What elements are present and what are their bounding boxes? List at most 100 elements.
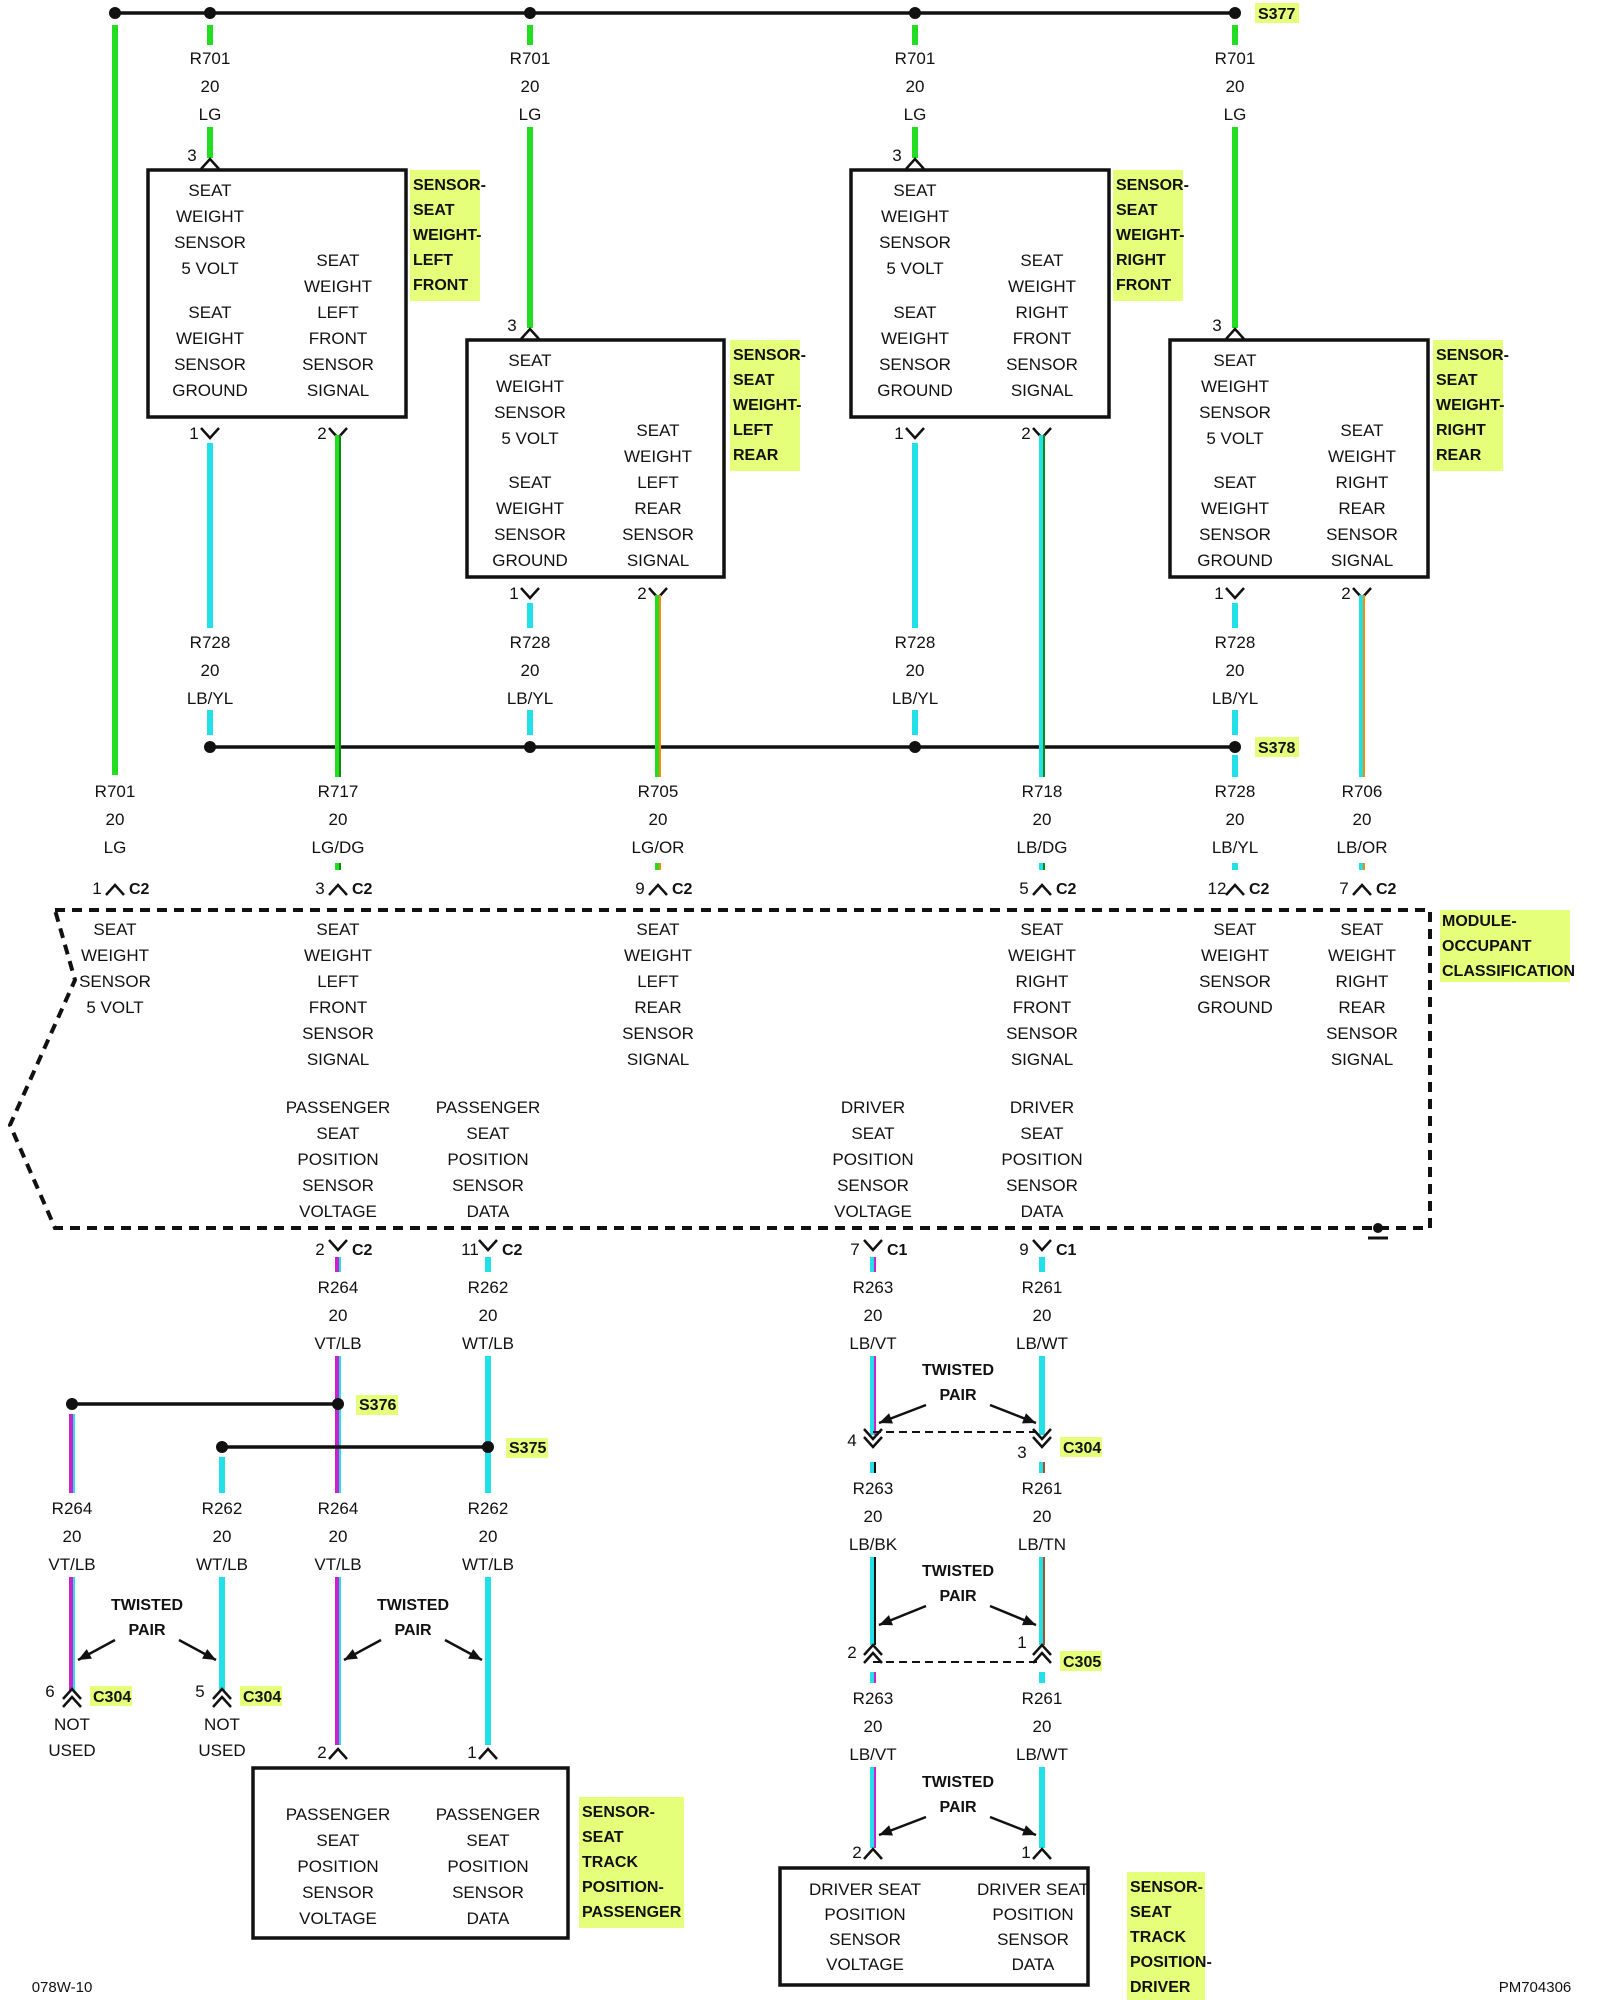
pin-number: 1 — [92, 879, 101, 898]
splice-s375-label: S375 — [509, 1440, 546, 1457]
wire-label-r261c: 20 — [1033, 1717, 1052, 1736]
sensor-text: SEAT — [1020, 251, 1063, 270]
module-function: DATA — [467, 1202, 510, 1221]
sensor-name-right_front: FRONT — [1116, 277, 1171, 294]
passenger-sensor-text: SENSOR — [302, 1883, 374, 1902]
wire-label-r264a: VT/LB — [314, 1334, 361, 1353]
sensor-name-right_front: WEIGHT- — [1116, 227, 1184, 244]
module-function: SEAT — [466, 1124, 509, 1143]
module-function: DRIVER — [841, 1098, 905, 1117]
wire-label-r264b: VT/LB — [314, 1555, 361, 1574]
pin-number: 1 — [1214, 584, 1223, 603]
passenger-sensor-text: DATA — [467, 1909, 510, 1928]
sensor-text: RIGHT — [1016, 303, 1069, 322]
sensor-text: SENSOR — [174, 355, 246, 374]
pin-number: 5 — [1019, 879, 1028, 898]
wire-label-r262a: R262 — [468, 1278, 509, 1297]
wire-label-left_rear: 20 — [521, 77, 540, 96]
module-function: DRIVER — [1010, 1098, 1074, 1117]
sensor-text: GROUND — [877, 381, 953, 400]
pin-number: 1 — [467, 1743, 476, 1762]
module-function: VOLTAGE — [299, 1202, 377, 1221]
twisted-pair-driver-2-label: TWISTED — [922, 1563, 994, 1580]
pin-c305-2-2 — [863, 1651, 883, 1664]
pin-number: 3 — [1017, 1443, 1026, 1462]
wire-label-r264b: 20 — [329, 1527, 348, 1546]
sensor-text: SENSOR — [302, 355, 374, 374]
driver-sensor-text: VOLTAGE — [826, 1955, 904, 1974]
wire-label-r728: LB/YL — [187, 689, 233, 708]
passenger-track-sensor-box — [251, 1766, 570, 1940]
connector-c305-label: C305 — [1063, 1654, 1101, 1671]
connector-c2-label: C2 — [1249, 881, 1270, 898]
sensor-text: WEIGHT — [624, 447, 692, 466]
wire-label-r261c: LB/WT — [1016, 1745, 1068, 1764]
sensor-name-left_front: SENSOR- — [413, 177, 486, 194]
pin-number: 9 — [1019, 1240, 1028, 1259]
not-used-label: NOT — [204, 1715, 240, 1734]
module-function: PASSENGER — [286, 1098, 391, 1117]
twisted-pair-driver-2-arrow-r-head — [1022, 1615, 1036, 1626]
wire-label-left_front: LG — [199, 105, 222, 124]
pin-pass-1 — [478, 1747, 498, 1760]
module-function: LEFT — [637, 972, 679, 991]
sensor-text: SEAT — [1213, 351, 1256, 370]
s378-dots — [204, 741, 1241, 753]
driver-sensor-text: DRIVER SEAT — [809, 1880, 921, 1899]
sensor-text: SENSOR — [879, 355, 951, 374]
module-function: SIGNAL — [627, 1050, 689, 1069]
module-function: DATA — [1021, 1202, 1064, 1221]
sensor-text: WEIGHT — [1008, 277, 1076, 296]
sensor-text: WEIGHT — [176, 207, 244, 226]
module-name: OCCUPANT — [1442, 938, 1532, 955]
wire-label-r728: R728 — [510, 633, 551, 652]
pin-number: 7 — [850, 1240, 859, 1259]
pin-c304_5-2 — [212, 1695, 232, 1708]
sensor-text: SEAT — [316, 251, 359, 270]
pin-number: 9 — [635, 879, 644, 898]
driver-sensor-text: SENSOR — [829, 1930, 901, 1949]
sensor-name-right_rear: SENSOR- — [1436, 347, 1509, 364]
wire-label-r262l: 20 — [213, 1527, 232, 1546]
module-function: FRONT — [309, 998, 368, 1017]
module-function: LEFT — [317, 972, 359, 991]
not-used-label: USED — [198, 1741, 245, 1760]
not-used-label: USED — [48, 1741, 95, 1760]
twisted-pair-driver-3-arrow-l-head — [879, 1825, 893, 1836]
sensor-name-right_rear: SEAT — [1436, 372, 1478, 389]
pin-number: 1 — [1021, 1843, 1030, 1862]
wire-label-right_front: LG — [904, 105, 927, 124]
sensor-name-right_front: RIGHT — [1116, 252, 1166, 269]
pin-number: 2 — [637, 584, 646, 603]
module-function: SEAT — [1020, 920, 1063, 939]
connector-c304-label: C304 — [243, 1689, 281, 1706]
wire-label-r261b: LB/TN — [1018, 1535, 1066, 1554]
wire-label-r263a: 20 — [864, 1306, 883, 1325]
wire-label-r264a: 20 — [329, 1306, 348, 1325]
module-wire-label-r717: R717 — [318, 782, 359, 801]
sensor-text: 5 VOLT — [886, 259, 943, 278]
sensor-text: GROUND — [1197, 551, 1273, 570]
sensor-text: WEIGHT — [881, 207, 949, 226]
sensor-text: SENSOR — [494, 525, 566, 544]
sensor-text: SENSOR — [1199, 403, 1271, 422]
twisted-pair-driver-1-label: TWISTED — [922, 1362, 994, 1379]
pin-number: 2 — [847, 1643, 856, 1662]
passenger-sensor-text: PASSENGER — [286, 1805, 391, 1824]
passenger-sensor-name: SENSOR- — [582, 1804, 655, 1821]
module-function: PASSENGER — [436, 1098, 541, 1117]
pin-c305-2 — [863, 1643, 883, 1656]
sensor-box-right_rear — [1168, 338, 1430, 579]
pin-number: 12 — [1208, 879, 1227, 898]
sensor-name-right_front: SEAT — [1116, 202, 1158, 219]
module-wire-label-r701: R701 — [95, 782, 136, 801]
module-function: SEAT — [1213, 920, 1256, 939]
pin-3-right_rear — [1225, 327, 1245, 340]
sensor-text: SENSOR — [879, 233, 951, 252]
wire-label-r728: LB/YL — [1212, 689, 1258, 708]
wire-label-r264l: 20 — [63, 1527, 82, 1546]
splice-s378-label: S378 — [1258, 740, 1295, 757]
connector-c2-label: C2 — [1056, 881, 1077, 898]
connector-c304-label: C304 — [1063, 1440, 1101, 1457]
wire-label-r728: R728 — [1215, 633, 1256, 652]
